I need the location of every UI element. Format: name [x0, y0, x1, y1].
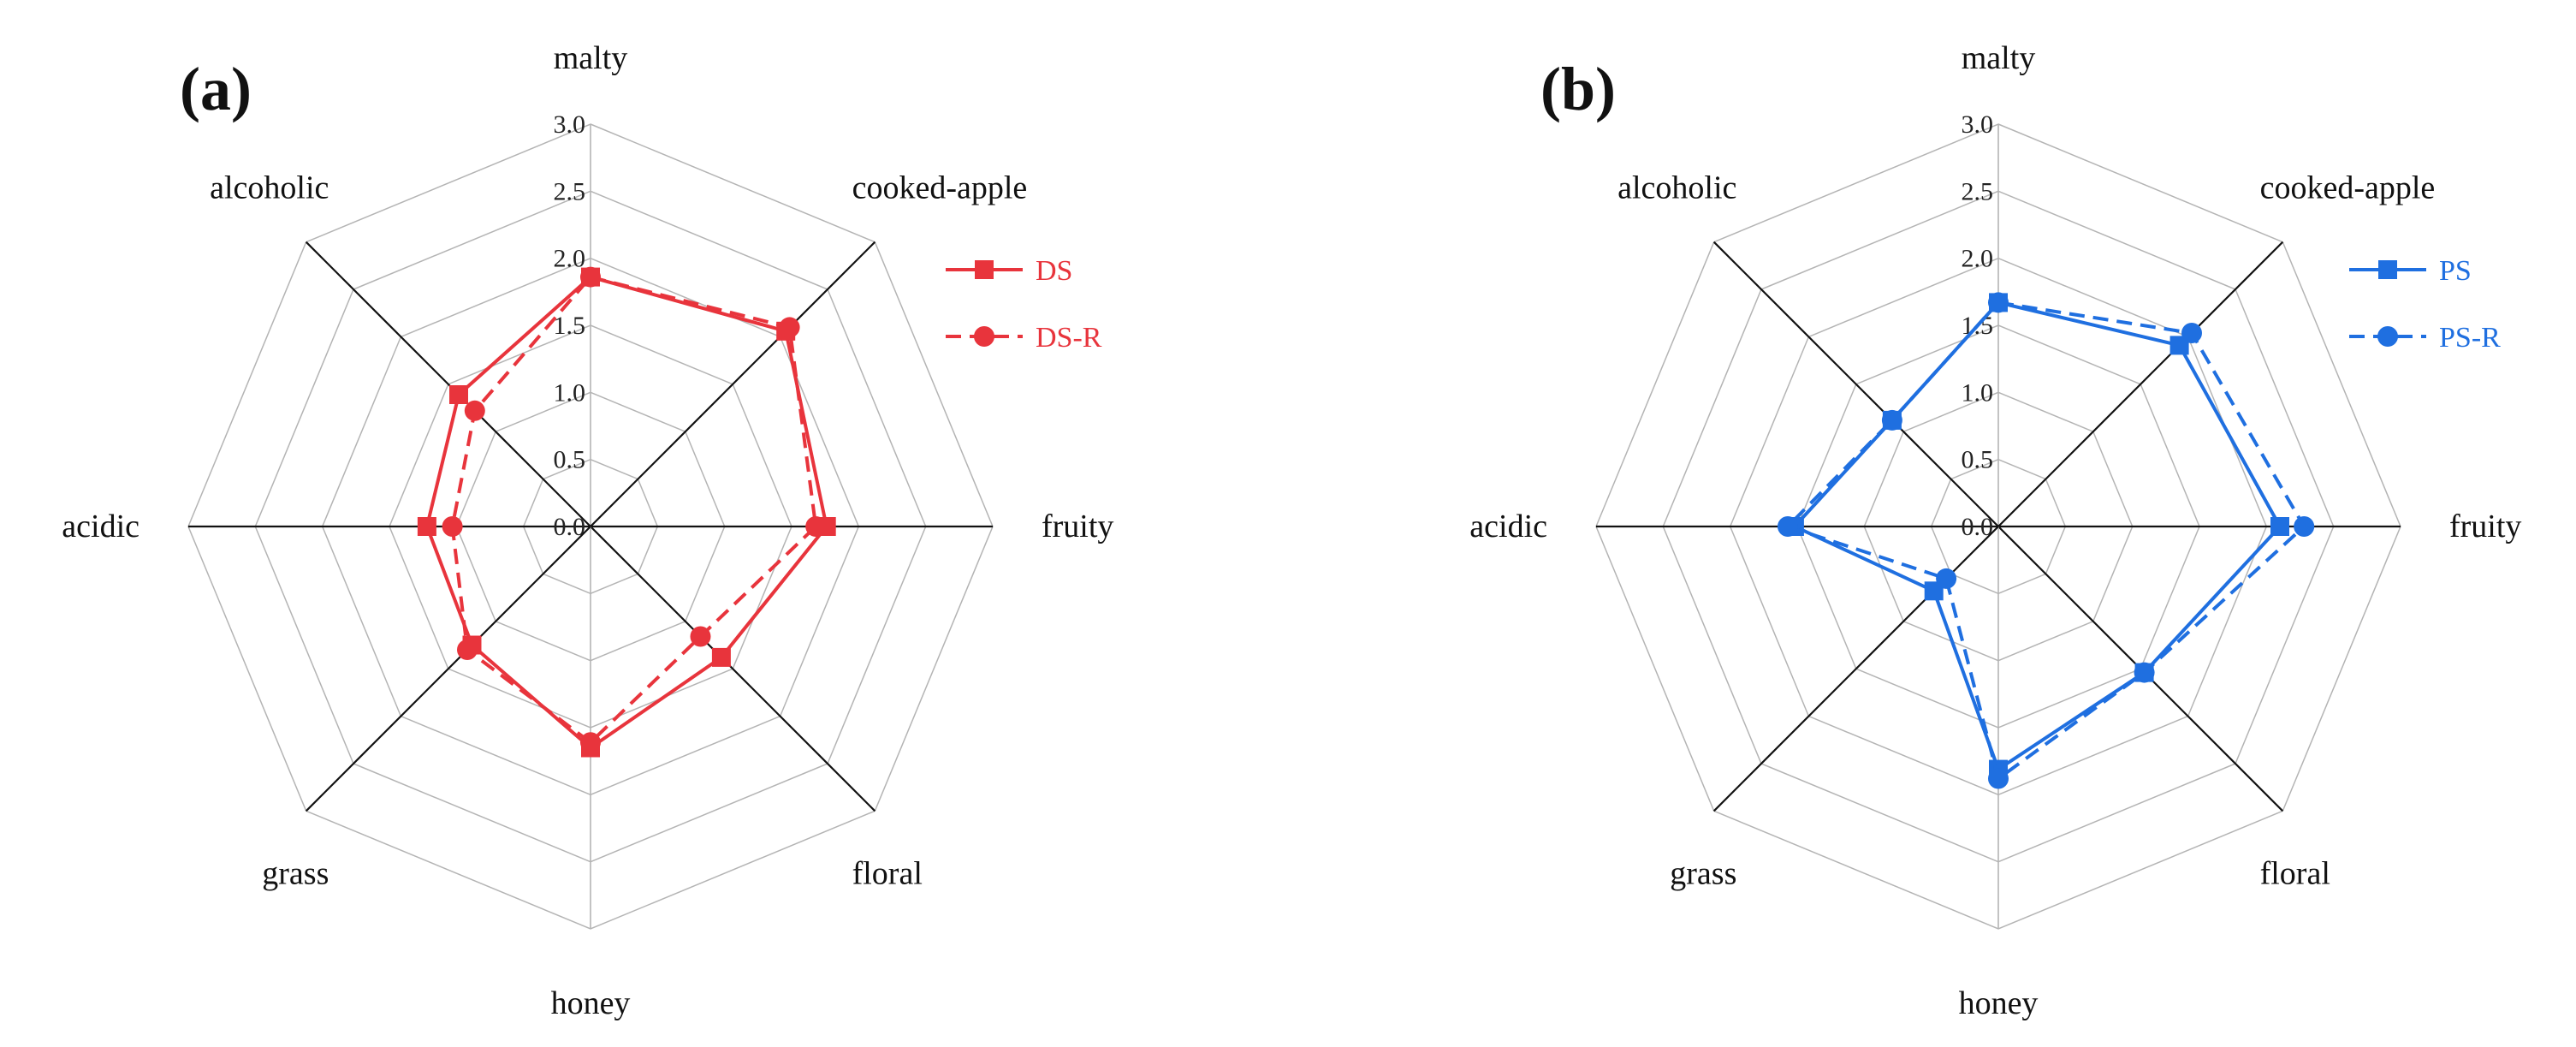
tick-labels: 0.00.51.01.52.02.53.0 — [1962, 110, 1994, 541]
category-label-floral: floral — [2260, 856, 2330, 892]
legend: DS DS-R — [946, 255, 1102, 354]
tick-label: 2.5 — [554, 177, 586, 205]
category-label-honey: honey — [1959, 985, 2039, 1021]
legend-item-ps-r: PS-R — [2349, 322, 2501, 354]
data-point — [2169, 336, 2189, 355]
tick-label: 0.0 — [1962, 513, 1994, 541]
legend-marker — [974, 326, 994, 347]
data-point — [1778, 516, 1798, 537]
series-layer — [417, 266, 836, 758]
axis-spoke — [1712, 241, 1999, 527]
radar-panel-b: (b) 0.00.51.01.52.02.53.0 maltycooked-ap… — [1469, 40, 2521, 1021]
data-point — [1924, 581, 1944, 601]
tick-label: 0.5 — [554, 446, 586, 474]
data-point — [2294, 516, 2315, 537]
category-label-fruity: fruity — [1042, 509, 1113, 544]
data-point — [711, 647, 731, 667]
axis-spoke — [305, 526, 591, 812]
panel-label: (b) — [1540, 55, 1616, 123]
category-label-alcoholic: alcoholic — [1617, 170, 1736, 205]
tick-labels: 0.0 0.5 1.0 1.5 2.0 2.5 3.0 — [554, 110, 586, 541]
tick-label: 0.0 — [554, 513, 586, 541]
category-label-cooked-apple: cooked-apple — [852, 170, 1028, 205]
category-labels: malty cooked-apple fruity floral honey grass a… — [62, 40, 1113, 1021]
data-point — [457, 640, 478, 660]
data-point — [1936, 568, 1957, 589]
legend-label: DS-R — [1036, 322, 1102, 354]
data-point — [442, 516, 463, 537]
tick-label: 1.0 — [1962, 378, 1994, 407]
legend-label: PS-R — [2439, 322, 2501, 354]
category-label-grass: grass — [262, 856, 329, 892]
data-point — [417, 517, 436, 536]
legend-marker — [975, 260, 994, 279]
legend-item-ps: PS — [2349, 255, 2472, 287]
axis-spoke — [305, 241, 591, 527]
data-point — [580, 732, 601, 753]
tick-label: 0.5 — [1962, 446, 1994, 474]
legend: PS PS-R — [2349, 255, 2501, 354]
category-label-honey: honey — [551, 985, 631, 1021]
category-label-grass: grass — [1670, 856, 1736, 892]
radar-panel-a: (a) 0.0 0.5 1.0 1.5 2.0 2.5 3.0 malty cooked-ap… — [62, 40, 1113, 1021]
axis-spoke — [1997, 241, 2284, 527]
panel-label: (a) — [180, 55, 252, 123]
tick-label: 1.0 — [554, 378, 586, 407]
data-point — [1881, 409, 1902, 431]
category-labels: malty cooked-apple fruity floral honey grass a… — [1469, 40, 2521, 1021]
legend-marker — [2377, 326, 2398, 347]
tick-label: 2.0 — [554, 245, 586, 273]
data-point — [1988, 292, 2009, 313]
series-ds-r — [442, 266, 827, 753]
axis-spoke — [590, 241, 876, 527]
series-layer — [1778, 292, 2315, 789]
data-point — [2134, 662, 2155, 683]
category-label-acidic: acidic — [62, 509, 139, 544]
data-point — [779, 317, 800, 338]
category-label-floral: floral — [852, 856, 923, 892]
category-label-alcoholic: alcoholic — [210, 170, 329, 205]
tick-label: 2.5 — [1962, 177, 1994, 205]
category-label-cooked-apple: cooked-apple — [2260, 170, 2436, 205]
category-label-acidic: acidic — [1469, 509, 1547, 544]
legend-item-ds-r: DS-R — [946, 322, 1102, 354]
data-point — [1988, 768, 2009, 789]
category-label-malty: malty — [1962, 40, 2036, 76]
legend-item-ds: DS — [946, 255, 1072, 287]
data-point — [449, 385, 468, 404]
category-label-malty: malty — [554, 40, 628, 76]
tick-label: 2.0 — [1962, 245, 1994, 273]
data-point — [2270, 517, 2289, 536]
data-point — [464, 400, 485, 421]
legend-marker — [2378, 260, 2397, 279]
data-point — [690, 626, 711, 647]
tick-label: 3.0 — [554, 110, 586, 139]
series-line — [450, 275, 818, 745]
tick-label: 1.5 — [554, 312, 586, 340]
axis-spoke — [590, 526, 876, 812]
legend-label: PS — [2439, 255, 2472, 287]
data-point — [2181, 323, 2202, 343]
series-ps-r — [1778, 292, 2315, 789]
legend-label: DS — [1036, 255, 1072, 287]
data-point — [805, 516, 827, 537]
tick-label: 3.0 — [1962, 110, 1994, 139]
data-point — [580, 266, 601, 288]
category-label-fruity: fruity — [2449, 509, 2521, 544]
axis-spokes — [188, 124, 993, 929]
